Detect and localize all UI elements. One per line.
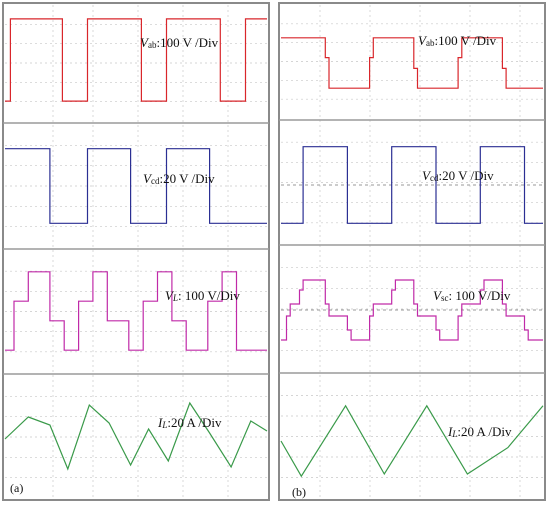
panel-a-frame [2,2,270,501]
panel-b-vl-label-symbol: V [433,288,443,303]
panel-b-vab-label-unit: :100 V /Div [434,33,496,48]
panel-b-frame [278,2,546,501]
panel-a-vcd-label-subscript: cd [151,176,160,186]
panel-a-vl-label-symbol: V [165,288,175,303]
panel-b-il-label-subscript: L [451,429,457,439]
panel-a-vab-label-unit: :100 V /Div [156,35,218,50]
panel-b-vcd-label-symbol: V [422,168,432,183]
panel-a-grid [5,5,267,498]
panel-b-vl-trace [281,279,543,341]
panel-a-il-trace [4,401,268,471]
panel-a-letter: (a) [10,481,23,495]
panel-a-il-label: IL:20 A /Div [157,415,222,430]
panel-a-il-label-symbol: I [157,415,163,430]
panel-b-vcd-trace [281,146,543,224]
panel-b-letter: (b) [292,485,306,499]
panel-b-il-trace [280,404,544,478]
panel-a-vl-label-unit: : 100 V/Div [178,288,240,303]
panel-a-vab-label-subscript: ab [148,40,157,50]
panel-b-vl-label-subscript: sc [441,293,449,303]
panel-b-vcd-label: Vcd:20 V /Div [422,168,494,183]
panel-a-il-label-subscript: L [161,420,167,430]
panel-a-vcd-label: Vcd:20 V /Div [143,171,215,186]
panel-a-il-label-unit: :20 A /Div [167,415,222,430]
panel-b: Vab:100 V /Div Vcd:20 V /Div Vsc: 100 V/… [278,2,546,501]
panel-b-il-label-unit: :20 A /Div [457,424,512,439]
panel-a-vab-label: Vab:100 V /Div [140,35,219,50]
panel-b-vab-label: Vab:100 V /Div [418,33,497,48]
panel-a: Vab:100 V /Div Vcd:20 V /Div VL: 100 V/D… [2,2,270,501]
panel-a-vab-trace [5,18,267,102]
panel-a-vcd-trace [5,148,267,224]
panel-a-vl-trace [5,271,267,351]
panel-a-vcd-label-unit: :20 V /Div [159,171,215,186]
panel-b-vl-label: Vsc: 100 V/Div [433,288,511,303]
panel-b-vab-trace [281,37,543,89]
panel-b-vcd-label-subscript: cd [430,173,439,183]
panel-b-il-label: IL:20 A /Div [447,424,512,439]
panel-a-vl-label-subscript: L [172,293,178,303]
panel-b-vab-label-symbol: V [418,33,428,48]
panel-a-vab-label-symbol: V [140,35,150,50]
panel-b-vab-label-subscript: ab [426,38,435,48]
panel-a-vcd-label-symbol: V [143,171,153,186]
panel-b-il-label-symbol: I [447,424,453,439]
panel-a-vl-label: VL: 100 V/Div [165,288,240,303]
panel-b-vl-label-unit: : 100 V/Div [448,288,510,303]
panel-b-vcd-label-unit: :20 V /Div [438,168,494,183]
